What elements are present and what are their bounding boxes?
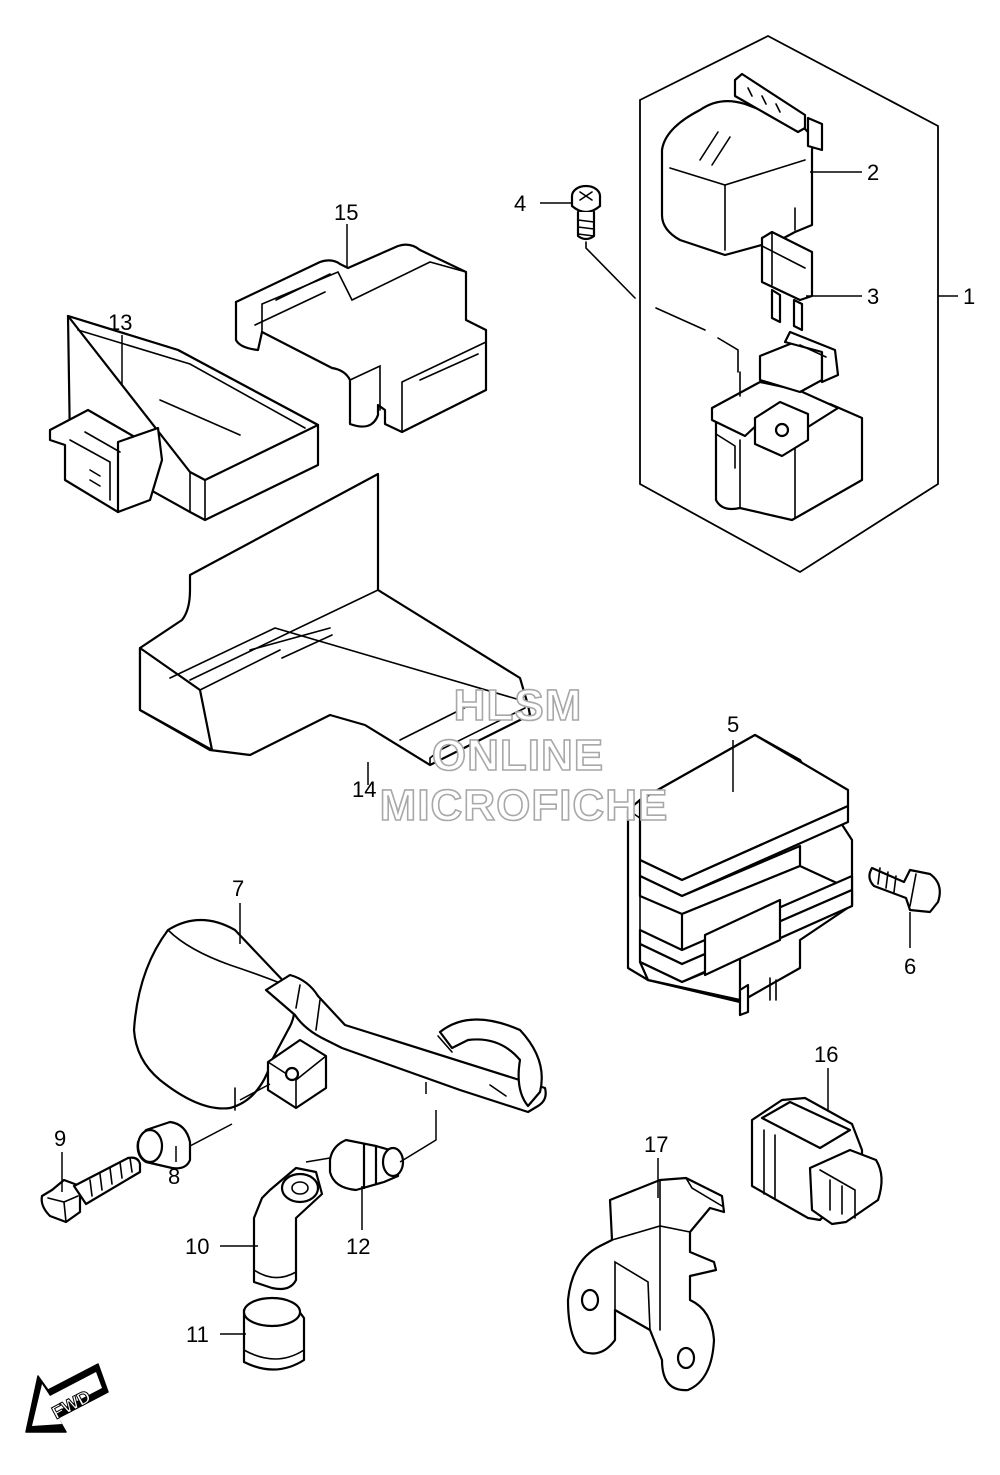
part-1-group-outline bbox=[639, 34, 939, 574]
callout-17[interactable]: 17 bbox=[644, 1132, 668, 1157]
callout-14[interactable]: 14 bbox=[352, 777, 376, 802]
watermark-line-2: ONLINE bbox=[432, 731, 604, 780]
part-5-regulator[interactable] bbox=[626, 733, 854, 1017]
part-3-fuse[interactable] bbox=[760, 230, 814, 332]
callout-12[interactable]: 12 bbox=[346, 1234, 370, 1259]
callout-8[interactable]: 8 bbox=[168, 1164, 180, 1189]
part-14-tray[interactable] bbox=[138, 472, 532, 767]
callout-16[interactable]: 16 bbox=[814, 1042, 838, 1067]
callout-1[interactable]: 1 bbox=[963, 284, 975, 309]
part-6-bolt[interactable] bbox=[868, 866, 941, 914]
fwd-arrow-icon: FWD bbox=[25, 1363, 109, 1433]
callout-7[interactable]: 7 bbox=[232, 876, 244, 901]
part-10-plug-cap[interactable] bbox=[252, 1166, 324, 1291]
part-13-ecm-unit[interactable] bbox=[48, 314, 320, 522]
callout-6[interactable]: 6 bbox=[904, 954, 916, 979]
callout-15[interactable]: 15 bbox=[334, 200, 358, 225]
part-4-screw[interactable] bbox=[570, 184, 602, 241]
watermark: HLSM ONLINE MICROFICHE bbox=[379, 680, 669, 831]
watermark-line-1: HLSM bbox=[454, 681, 583, 730]
callout-5[interactable]: 5 bbox=[727, 712, 739, 737]
callout-11[interactable]: 11 bbox=[186, 1322, 209, 1347]
callout-3[interactable]: 3 bbox=[867, 284, 879, 309]
callout-10[interactable]: 10 bbox=[185, 1234, 209, 1259]
watermark-line-3: MICROFICHE bbox=[380, 781, 669, 830]
assembly-dashed-line bbox=[585, 241, 739, 373]
part-9-bolt[interactable] bbox=[40, 1156, 142, 1224]
part-15-ecm-cover[interactable] bbox=[234, 243, 488, 434]
part-8-spacer[interactable] bbox=[136, 1120, 192, 1170]
callout-4[interactable]: 4 bbox=[514, 191, 526, 216]
callout-labels: 1 2 3 4 5 6 7 8 9 10 11 12 13 14 15 16 1… bbox=[54, 160, 975, 1347]
part-17-bracket[interactable] bbox=[566, 1176, 726, 1392]
part-1-starter-relay[interactable] bbox=[710, 330, 864, 522]
part-16-connector[interactable] bbox=[750, 1096, 883, 1226]
part-11-cap[interactable] bbox=[242, 1296, 306, 1371]
leader-lines bbox=[61, 171, 958, 1335]
part-2-relay-cover[interactable] bbox=[660, 72, 824, 257]
callout-2[interactable]: 2 bbox=[867, 160, 879, 185]
part-12-suppressor[interactable] bbox=[328, 1138, 405, 1192]
part-7-ignition-coil[interactable] bbox=[132, 919, 547, 1114]
callout-13[interactable]: 13 bbox=[108, 310, 132, 335]
callout-9[interactable]: 9 bbox=[54, 1126, 66, 1151]
